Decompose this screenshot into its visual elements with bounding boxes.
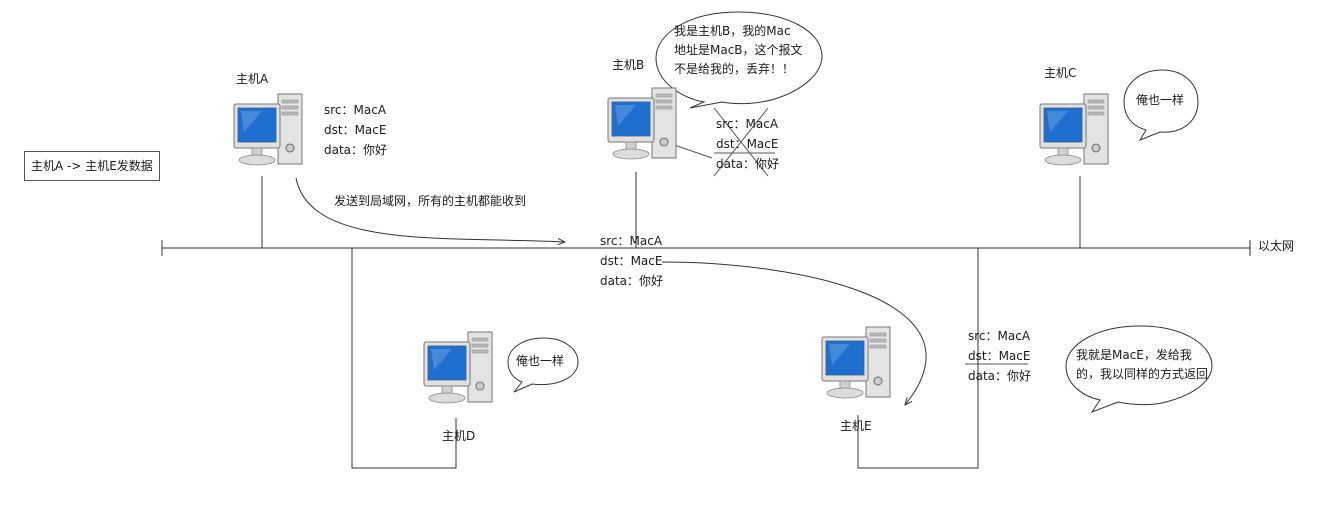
- packet-data: data：你好: [968, 369, 1032, 383]
- bubble-e-line: 的，我以同样的方式返回: [1076, 367, 1209, 381]
- packet-dst: dst：MacE: [600, 254, 663, 268]
- network-label: 以太网: [1258, 239, 1295, 253]
- packet-src: src：MacA: [968, 329, 1031, 343]
- computer-icon: [233, 93, 303, 166]
- bubble-c-text: 俺也一样: [1136, 93, 1185, 107]
- bubble-d-text: 俺也一样: [516, 354, 565, 368]
- host-d-label: 主机D: [442, 429, 476, 443]
- host-a-computer-icon[interactable]: [232, 92, 306, 172]
- packet-dst: dst：MacE: [968, 349, 1031, 363]
- packet-src: src：MacA: [324, 103, 387, 117]
- bubble-b-line: 地址是MacB，这个报文: [674, 43, 803, 57]
- broadcast-note: 发送到局域网，所有的主机都能收到: [334, 194, 527, 208]
- packet-at-host-b: src：MacA dst：MacE data：你好: [716, 114, 779, 174]
- bubble-b-line: 不是给我的，丢弃！！: [674, 62, 795, 76]
- host-d-computer-icon[interactable]: [422, 330, 496, 410]
- packet-src: src：MacA: [716, 117, 779, 131]
- bubble-e-line: 我就是MacE，发给我: [1076, 348, 1192, 362]
- host-b-label: 主机B: [612, 58, 645, 72]
- computer-icon: [821, 326, 891, 399]
- packet-data: data：你好: [716, 157, 780, 171]
- packet-at-host-a: src：MacA dst：MacE data：你好: [324, 100, 387, 160]
- computer-icon: [423, 331, 493, 404]
- sender-note: 主机A -> 主机E发数据: [24, 151, 160, 181]
- bubble-e-text: 我就是MacE，发给我 的，我以同样的方式返回: [1076, 346, 1208, 384]
- host-b-computer-icon[interactable]: [606, 86, 680, 166]
- bubble-c-shape: [1123, 69, 1199, 142]
- packet-on-bus: src：MacA dst：MacE data：你好: [600, 231, 663, 291]
- host-c-computer-icon[interactable]: [1038, 92, 1112, 172]
- host-d-drop: [351, 248, 457, 469]
- computer-icon: [1039, 93, 1109, 166]
- broadcast-arrow: [295, 177, 565, 242]
- bubble-b-text: 我是主机B，我的Mac 地址是MacB，这个报文 不是给我的，丢弃！！: [674, 22, 803, 79]
- bubble-b-line: 我是主机B，我的Mac: [674, 24, 791, 38]
- packet-data: data：你好: [600, 274, 664, 288]
- host-e-computer-icon[interactable]: [820, 325, 894, 405]
- host-c-label: 主机C: [1044, 66, 1077, 80]
- packet-src: src：MacA: [600, 234, 663, 248]
- host-e-label: 主机E: [840, 419, 872, 433]
- bubble-d-shape: [507, 337, 579, 393]
- bubble-e-shape: [1065, 325, 1213, 414]
- discard-cross-2: [713, 107, 769, 177]
- delivery-arrow: [661, 261, 927, 405]
- bubble-b-shape: [655, 11, 823, 109]
- host-a-label: 主机A: [236, 72, 269, 86]
- packet-data: data：你好: [324, 143, 388, 157]
- packet-at-host-e: src：MacA dst：MacE data：你好: [968, 326, 1031, 386]
- computer-icon: [607, 87, 677, 160]
- packet-dst: dst：MacE: [716, 137, 779, 151]
- host-e-drop: [857, 248, 979, 469]
- packet-dst: dst：MacE: [324, 123, 387, 137]
